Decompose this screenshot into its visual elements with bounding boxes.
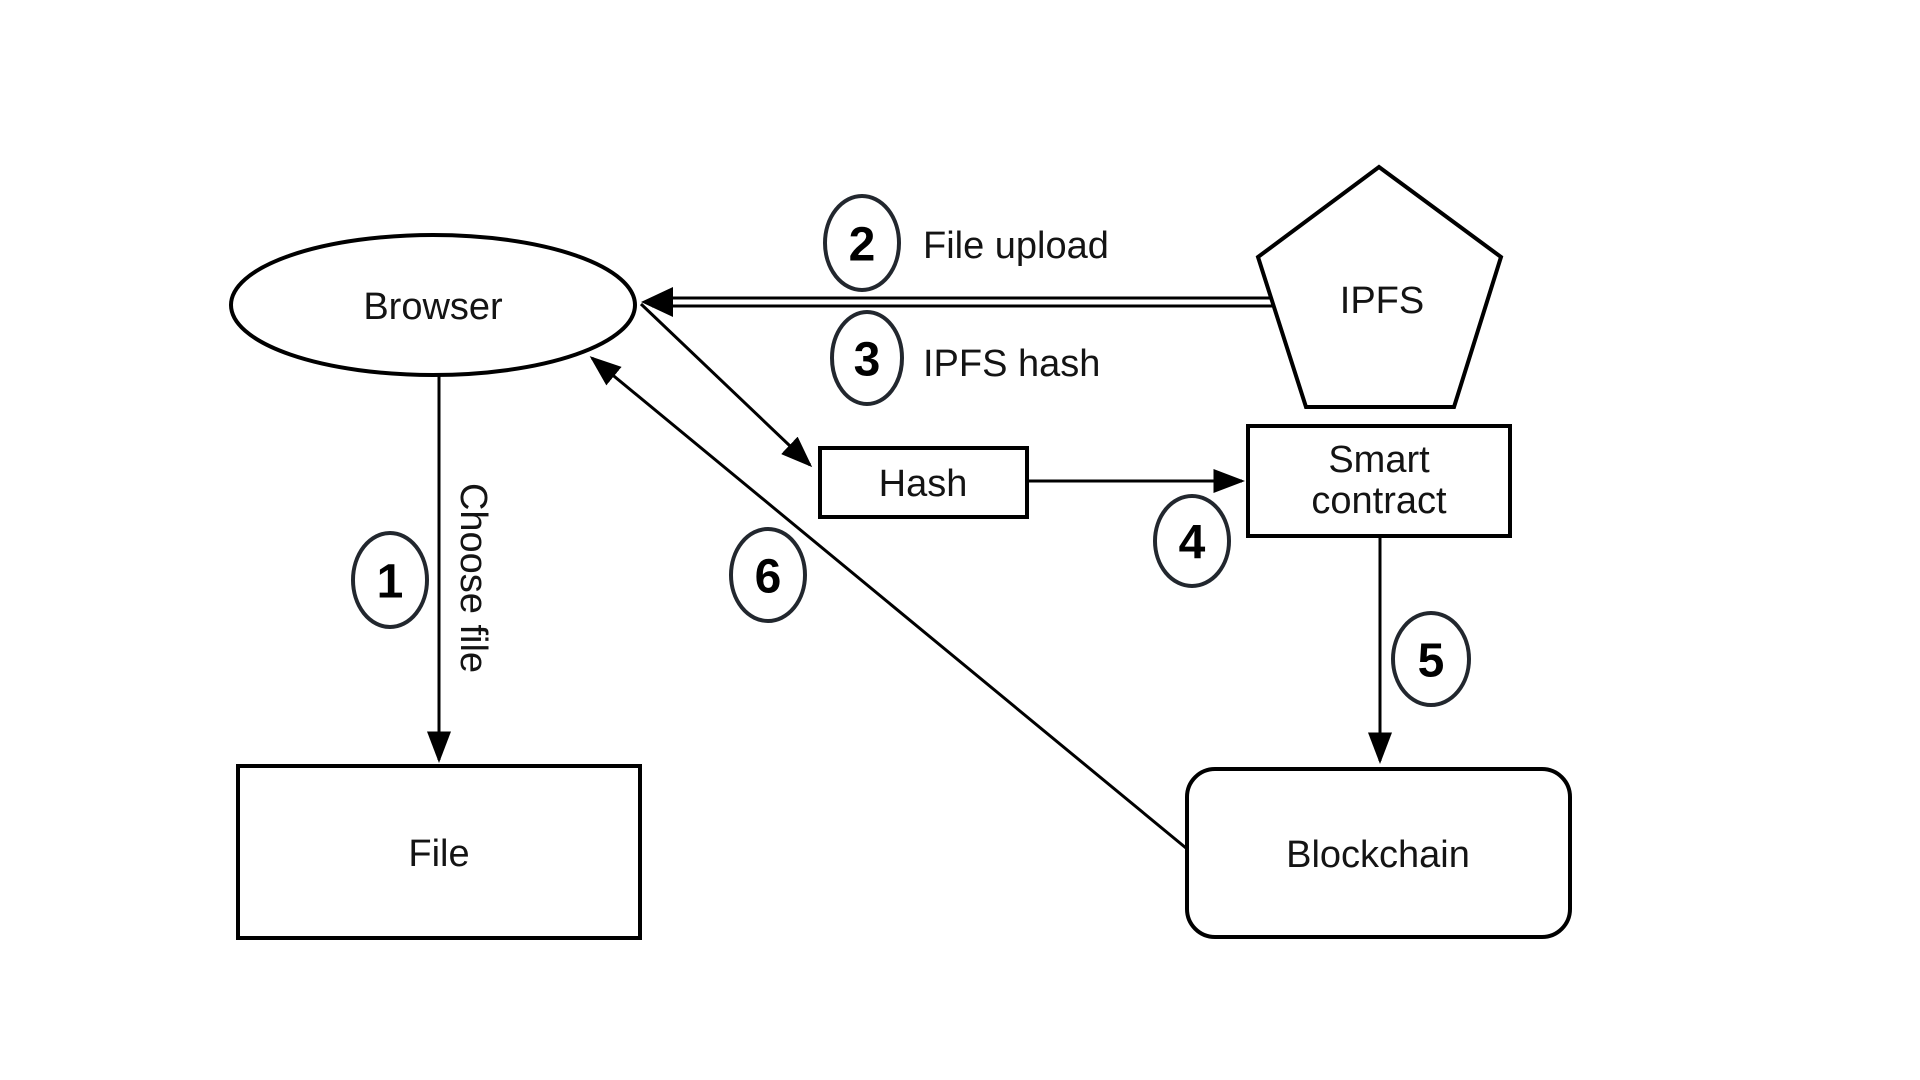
step-badge-4: 4	[1153, 494, 1231, 588]
step-badge-6-circle	[729, 527, 807, 623]
step-badge-1-circle	[351, 531, 429, 629]
step-badge-2-number: 2	[849, 219, 876, 272]
edge-label-ipfs-hash: IPFS hash	[923, 343, 1100, 385]
node-browser-label: Browser	[363, 286, 503, 328]
node-hash-label: Hash	[879, 463, 968, 505]
node-smart-contract-shape	[1246, 424, 1512, 538]
node-smart-contract-label-line2: contract	[1311, 480, 1447, 522]
step-badge-3: 3	[830, 310, 904, 406]
arrow-ipfs-browser-head	[641, 287, 673, 317]
node-ipfs-label: IPFS	[1340, 280, 1424, 322]
step-badge-6-number: 6	[755, 551, 782, 604]
node-smart-contract-label-line1: Smart	[1328, 439, 1430, 481]
step-badge-3-circle	[830, 310, 904, 406]
step-badge-3-number: 3	[854, 334, 881, 387]
node-blockchain-label: Blockchain	[1286, 834, 1470, 876]
step-badge-5-circle	[1391, 611, 1471, 707]
node-hash-shape	[818, 446, 1029, 519]
step-badge-2: 2	[823, 194, 901, 292]
edge-label-choose-file: Choose file	[452, 483, 494, 673]
arrow-browser-to-hash	[639, 302, 813, 468]
node-file-label: File	[408, 833, 469, 875]
step-badge-4-circle	[1153, 494, 1231, 588]
arrow-blockchain-to-browser	[589, 356, 1187, 850]
edge-label-file-upload: File upload	[923, 225, 1109, 267]
step-badge-4-number: 4	[1179, 517, 1206, 570]
step-badge-2-circle	[823, 194, 901, 292]
step-badge-1: 1	[351, 531, 429, 629]
node-file-shape	[236, 764, 642, 940]
step-badge-1-number: 1	[377, 556, 404, 609]
step-badge-6: 6	[729, 527, 807, 623]
step-badge-5-number: 5	[1418, 635, 1445, 688]
node-ipfs-shape	[1255, 164, 1504, 409]
node-blockchain-shape	[1185, 767, 1572, 939]
node-browser-shape	[229, 233, 637, 377]
step-badge-5: 5	[1391, 611, 1471, 707]
